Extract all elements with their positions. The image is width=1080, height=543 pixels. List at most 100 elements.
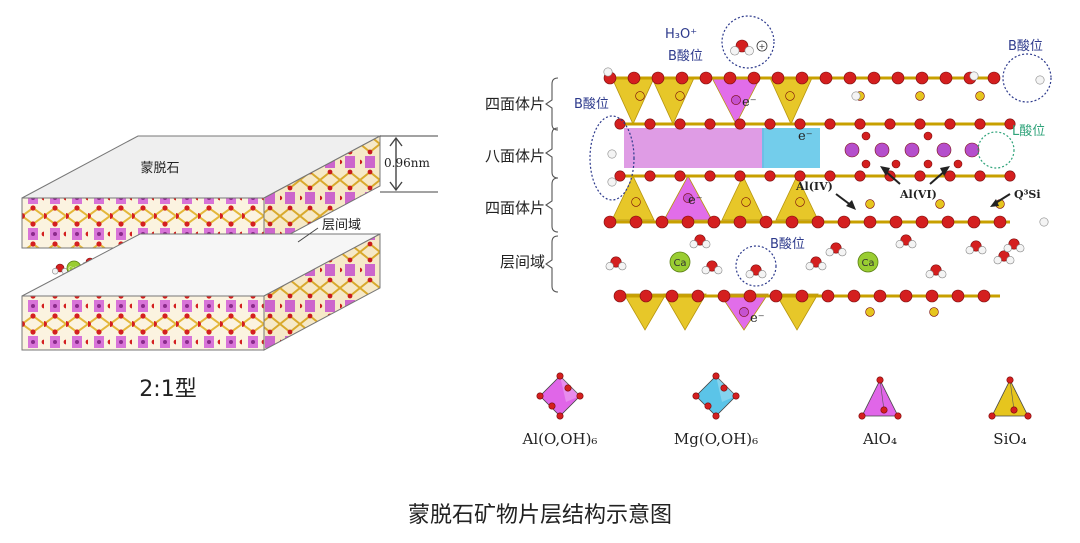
oxygen-atom <box>613 289 627 303</box>
oxygen-atom <box>915 71 929 85</box>
layer-brace <box>545 77 559 131</box>
sio4-tetrahedron <box>721 175 765 221</box>
oxygen-atom <box>764 170 776 182</box>
oxygen-atom <box>867 71 881 85</box>
oxygen-atom <box>974 118 986 130</box>
oxygen-atom <box>556 412 564 420</box>
oxygen-atom <box>732 392 740 400</box>
tetrahedron-face <box>991 379 1029 417</box>
oxygen-atom <box>1006 376 1014 384</box>
oxygen-atom <box>674 118 686 130</box>
left-block-diagram: 蒙脱石 Ca²⁺Ca²⁺Ca²⁺ 0.96nm 层间域 2:1型 <box>21 135 438 402</box>
q3si-arrowhead <box>990 199 999 207</box>
hydronium-site-circle <box>721 15 775 69</box>
oxygen-atom <box>691 289 705 303</box>
oxygen-atom <box>794 118 806 130</box>
water-hydrogen <box>758 270 767 279</box>
hydrogen-atom <box>607 149 617 159</box>
calcium-ion-label: Ca <box>861 258 874 269</box>
silicon-atom <box>631 197 641 207</box>
electron-label-4: e⁻ <box>750 311 765 326</box>
b-acid-circle-interlayer <box>735 245 777 287</box>
spacing-label: 0.96nm <box>384 156 430 170</box>
legend-item-al-octahedron: Al(O,OH)₆ <box>522 372 598 448</box>
oxygen-atom <box>993 215 1007 229</box>
oxygen-atom <box>614 170 626 182</box>
oxygen-atom <box>915 215 929 229</box>
silicon-atom <box>865 307 875 317</box>
aluminium-atom <box>739 307 749 317</box>
sio4-tetrahedron-icon <box>988 376 1032 420</box>
tetrahedron-edge <box>1009 379 1015 411</box>
oxygen-atom <box>939 71 953 85</box>
layer-label-2: 四面体片 <box>485 199 545 217</box>
oxygen-atom <box>603 215 617 229</box>
oxygen-atom <box>914 170 926 182</box>
oxygen-atom <box>923 159 933 169</box>
alo4-tetrahedron-icon <box>858 376 902 420</box>
oxygen-atom <box>712 372 720 380</box>
oxygen-atom <box>977 289 991 303</box>
oxygen-atom <box>717 289 731 303</box>
oxygen-atom <box>854 170 866 182</box>
oxygen-atom <box>707 215 721 229</box>
oxygen-atom <box>734 118 746 130</box>
oxygen-atom <box>769 289 783 303</box>
oxygen-atom <box>704 118 716 130</box>
oxygen-atom <box>884 118 896 130</box>
hydrogen-atom <box>607 177 617 187</box>
silicon-atom <box>795 197 805 207</box>
oxygen-atom <box>644 170 656 182</box>
aluminium-atom <box>964 142 980 158</box>
water-hydrogen <box>1003 244 1012 253</box>
tetrahedron-edge <box>879 379 885 411</box>
top-slab-side-face <box>263 135 381 249</box>
oxygen-atom <box>847 289 861 303</box>
oxygen-atom <box>944 170 956 182</box>
water-hydrogen <box>805 262 814 271</box>
oxygen-atom <box>794 170 806 182</box>
oxygen-atom <box>880 406 888 414</box>
oxygen-atom <box>720 384 728 392</box>
aluminium-atom <box>683 193 693 203</box>
b-acid-circle-left <box>589 115 635 201</box>
oxygen-atom <box>743 289 757 303</box>
oxygen-atom <box>858 412 866 420</box>
oxygen-atom <box>891 159 901 169</box>
water-hydrogen <box>1006 256 1015 265</box>
oxygen-atom <box>674 170 686 182</box>
sio4-tetrahedron <box>663 293 707 331</box>
electron-label-1: e⁻ <box>742 95 757 110</box>
oxygen-atom <box>639 289 653 303</box>
atoms-layer: + <box>603 39 1049 317</box>
oxygen-atom <box>1004 170 1016 182</box>
oxygen-atom <box>692 392 700 400</box>
legend-label-al-octahedron: Al(O,OH)₆ <box>522 430 598 448</box>
oxygen-atom <box>824 170 836 182</box>
oxygen-atom <box>1010 406 1018 414</box>
octahedral-band-al <box>624 128 764 168</box>
water-hydrogen <box>52 268 59 275</box>
silicon-atom <box>865 199 875 209</box>
oxygen-atom <box>873 289 887 303</box>
water-hydrogen <box>702 240 711 249</box>
oxygen-atom <box>987 71 1001 85</box>
spacing-dimension <box>380 135 438 193</box>
aluminium-atom <box>936 142 952 158</box>
oxygen-atom <box>941 215 955 229</box>
electron-label-2: e⁻ <box>798 129 813 144</box>
layer-label-0: 四面体片 <box>485 95 545 113</box>
water-hydrogen <box>895 240 904 249</box>
l-acid-circle <box>977 131 1015 169</box>
layer-label-3: 层间域 <box>500 253 545 271</box>
b-acid-label-right: B酸位 <box>1008 39 1043 54</box>
water-hydrogen <box>744 46 754 56</box>
q3si-label: Q³Si <box>1014 188 1041 201</box>
oxygen-atom <box>889 215 903 229</box>
oxygen-atom <box>925 289 939 303</box>
silicon-atom <box>935 199 945 209</box>
oxygen-atom <box>556 372 564 380</box>
oxygen-atom <box>899 289 913 303</box>
silicon-atom <box>635 91 645 101</box>
